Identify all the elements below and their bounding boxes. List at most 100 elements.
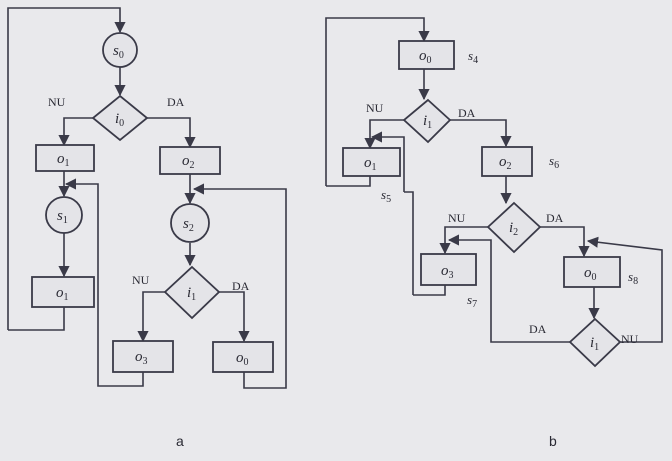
b-i1b-var: i xyxy=(590,335,594,351)
svg-text:s4: s4 xyxy=(468,48,478,66)
b-s7-var: s xyxy=(467,292,472,307)
a-node-o1-top: o1 xyxy=(35,144,95,172)
a-node-o1-bottom: o1 xyxy=(31,276,95,308)
a-i0-yes-label: DA xyxy=(167,95,185,109)
a-i0-no-label: NU xyxy=(48,95,66,109)
a-edge-i0-o2 xyxy=(146,117,196,149)
b-node-o1: o1 xyxy=(342,147,401,177)
a-node-s0: s0 xyxy=(102,32,138,68)
svg-text:i1: i1 xyxy=(423,113,432,131)
svg-text:o0: o0 xyxy=(236,350,249,368)
b-o2-var: o xyxy=(499,154,507,170)
b-s6-sub: 6 xyxy=(554,160,559,171)
b-o2-sub: 2 xyxy=(507,161,512,172)
a-o0-var: o xyxy=(236,350,244,366)
a-o3-sub: 3 xyxy=(143,356,148,367)
a-node-s1: s1 xyxy=(45,196,83,234)
svg-text:s8: s8 xyxy=(628,269,638,287)
svg-text:s1: s1 xyxy=(57,208,68,226)
b-edge-o1-return xyxy=(326,176,371,187)
a-o1b-sub: 1 xyxy=(64,292,69,303)
a-s0-var: s xyxy=(113,43,119,59)
b-o0b-var: o xyxy=(584,265,592,281)
diagram-a-edges xyxy=(7,7,287,389)
b-edge-i2-o3 xyxy=(439,226,490,255)
b-edge-o3-return xyxy=(413,285,446,296)
a-i1-no-label: NU xyxy=(132,273,150,287)
diagram-b: o0 i1 o1 o2 i2 o3 o0 i1 xyxy=(325,17,663,449)
svg-text:i0: i0 xyxy=(115,111,124,129)
svg-text:o3: o3 xyxy=(441,263,454,281)
b-i2-var: i xyxy=(509,220,513,236)
b-o0b-sub: 0 xyxy=(592,272,597,283)
svg-text:i1: i1 xyxy=(590,335,599,353)
a-s0-sub: 0 xyxy=(119,50,124,61)
b-edge-to-o1-junction xyxy=(370,131,405,192)
svg-text:o3: o3 xyxy=(135,349,148,367)
b-node-i1-top: i1 xyxy=(402,98,452,144)
diagram-a: s0 i0 o1 o2 s1 s2 o1 i1 xyxy=(7,7,287,449)
svg-text:i2: i2 xyxy=(509,220,518,238)
b-edge-loop-to-o0 xyxy=(325,17,430,186)
b-o1-sub: 1 xyxy=(372,162,377,173)
a-edge-o1-return xyxy=(8,307,65,331)
svg-text:o2: o2 xyxy=(182,153,195,171)
svg-text:o1: o1 xyxy=(364,155,377,173)
b-i2-yes-label: DA xyxy=(546,211,564,225)
b-s8-sub: 8 xyxy=(633,276,638,287)
b-s5-sub: 5 xyxy=(386,194,391,205)
a-s2-sub: 2 xyxy=(189,223,194,234)
b-node-o0-top: o0 xyxy=(398,40,455,70)
b-node-o2: o2 xyxy=(481,146,533,177)
svg-text:s5: s5 xyxy=(381,187,391,205)
b-i1a-sub: 1 xyxy=(427,120,432,131)
b-i2-sub: 2 xyxy=(513,227,518,238)
a-edge-o0-return xyxy=(192,183,287,389)
a-s1-var: s xyxy=(57,208,63,224)
b-node-i2: i2 xyxy=(486,201,542,254)
b-edge-i1-o1 xyxy=(364,119,404,150)
b-node-o3: o3 xyxy=(420,253,477,286)
a-node-o3: o3 xyxy=(112,340,174,373)
b-i1b-sub: 1 xyxy=(594,342,599,353)
b-o3-sub: 3 xyxy=(449,270,454,281)
b-o0a-var: o xyxy=(419,48,427,64)
a-node-i0: i0 xyxy=(91,94,149,142)
a-o1b-var: o xyxy=(56,285,64,301)
svg-text:o0: o0 xyxy=(584,265,597,283)
b-s8-var: s xyxy=(628,269,633,284)
a-s1-sub: 1 xyxy=(63,215,68,226)
b-edge-i1b-da xyxy=(447,234,572,343)
a-o1a-sub: 1 xyxy=(65,158,70,169)
b-node-o0-bottom: o0 xyxy=(563,256,621,288)
b-s4-var: s xyxy=(468,48,473,63)
b-s6-var: s xyxy=(549,153,554,168)
a-node-o2: o2 xyxy=(159,146,221,175)
a-i0-sub: 0 xyxy=(119,118,124,129)
a-o3-var: o xyxy=(135,349,143,365)
b-i1a-yes-label: DA xyxy=(458,106,476,120)
b-i1a-var: i xyxy=(423,113,427,129)
svg-text:o2: o2 xyxy=(499,154,512,172)
a-node-o0: o0 xyxy=(212,341,274,373)
a-i1-var: i xyxy=(187,285,191,301)
a-s2-var: s xyxy=(183,216,189,232)
svg-text:s7: s7 xyxy=(467,292,477,310)
a-i1-yes-label: DA xyxy=(232,279,250,293)
a-edge-i1-o3 xyxy=(137,291,166,343)
b-edge-i2-o0 xyxy=(538,226,590,258)
a-i1-sub: 1 xyxy=(191,292,196,303)
a-edge-i1-o0 xyxy=(218,291,250,343)
svg-text:s2: s2 xyxy=(183,216,194,234)
b-i1b-yes-label: DA xyxy=(529,322,547,336)
a-o1a-var: o xyxy=(57,151,65,167)
a-caption: a xyxy=(176,433,184,449)
a-node-i1: i1 xyxy=(163,265,221,320)
diagram-b-edges xyxy=(325,17,663,343)
a-o2-sub: 2 xyxy=(190,160,195,171)
b-i2-no-label: NU xyxy=(448,211,466,225)
b-i1a-no-label: NU xyxy=(366,101,384,115)
a-node-s2: s2 xyxy=(170,203,210,243)
